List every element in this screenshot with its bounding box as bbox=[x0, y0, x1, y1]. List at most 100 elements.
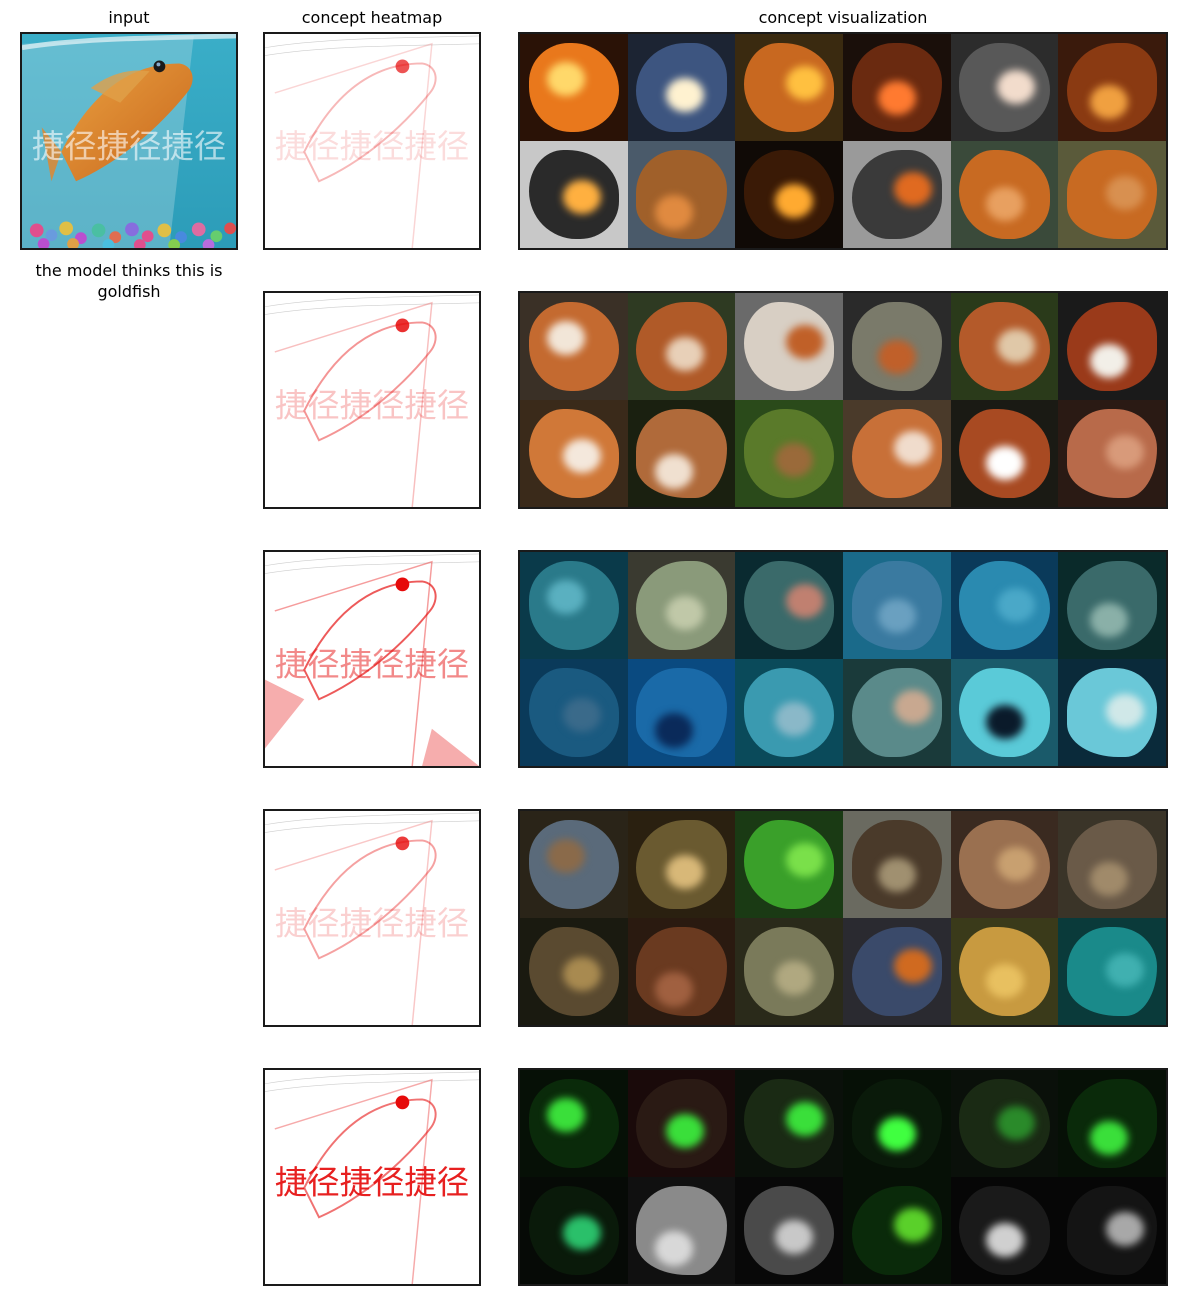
concept-heatmap: 捷径捷径捷径 bbox=[263, 32, 481, 250]
concept-region bbox=[528, 819, 620, 910]
concept-tile bbox=[735, 34, 843, 141]
concept-region bbox=[851, 1078, 943, 1169]
concept-tile bbox=[735, 918, 843, 1025]
concept-region bbox=[743, 301, 835, 392]
concept-region bbox=[851, 408, 943, 499]
concept-region bbox=[528, 1078, 620, 1169]
concept-highlight bbox=[997, 846, 1036, 881]
concept-region bbox=[959, 667, 1050, 758]
heatmap-watermark: 捷径捷径捷径 bbox=[275, 1164, 469, 1202]
concept-highlight bbox=[785, 1101, 824, 1137]
concept-tile bbox=[735, 141, 843, 248]
concept-highlight bbox=[894, 1208, 933, 1243]
concept-highlight bbox=[546, 1098, 585, 1133]
concept-highlight bbox=[1089, 1120, 1128, 1155]
concept-tile bbox=[735, 659, 843, 766]
concept-tile bbox=[735, 1070, 843, 1177]
input-image: 捷径捷径捷径 bbox=[20, 32, 238, 250]
concept-highlight bbox=[1105, 434, 1144, 469]
concept-tile bbox=[627, 918, 736, 1025]
concept-tile bbox=[520, 34, 628, 141]
concept-region bbox=[743, 819, 835, 910]
concept-tile bbox=[1058, 552, 1166, 659]
concept-highlight bbox=[546, 580, 585, 615]
concept-highlight bbox=[1089, 343, 1128, 378]
concept-heatmap: 捷径捷径捷径 bbox=[263, 1068, 481, 1286]
concept-region bbox=[743, 1078, 835, 1169]
concept-region bbox=[851, 560, 943, 651]
concept-highlight bbox=[666, 854, 705, 889]
concept-region bbox=[636, 408, 727, 499]
concept-region bbox=[959, 149, 1050, 240]
concept-region bbox=[959, 926, 1050, 1017]
concept-region bbox=[959, 301, 1050, 392]
concept-tile bbox=[950, 1177, 1059, 1284]
concept-region bbox=[1066, 667, 1158, 758]
concept-highlight bbox=[785, 65, 824, 101]
heatmap-watermark: 捷径捷径捷径 bbox=[275, 646, 469, 684]
concept-highlight bbox=[1105, 952, 1144, 987]
concept-tile bbox=[1058, 400, 1166, 507]
concept-region bbox=[636, 1185, 727, 1276]
concept-tile bbox=[1058, 918, 1166, 1025]
concept-tile bbox=[950, 918, 1059, 1025]
concept-tile bbox=[950, 34, 1059, 141]
concept-tile bbox=[842, 141, 951, 248]
concept-heatmap: 捷径捷径捷径 bbox=[263, 809, 481, 1027]
concept-region bbox=[528, 301, 620, 392]
concept-highlight bbox=[562, 698, 601, 733]
concept-tile bbox=[842, 293, 951, 400]
concept-region bbox=[528, 408, 620, 499]
concept-highlight bbox=[666, 1113, 705, 1148]
concept-region bbox=[851, 926, 943, 1017]
concept-highlight bbox=[785, 583, 824, 619]
concept-region bbox=[1066, 819, 1158, 910]
concept-tile bbox=[842, 1070, 951, 1177]
concept-tile bbox=[627, 1070, 736, 1177]
concept-highlight bbox=[986, 705, 1025, 740]
concept-highlight bbox=[1105, 175, 1144, 210]
concept-tile bbox=[520, 918, 628, 1025]
concept-tile bbox=[1058, 141, 1166, 248]
concept-heatmap: 捷径捷径捷径 bbox=[263, 550, 481, 768]
concept-highlight bbox=[997, 328, 1036, 363]
concept-region bbox=[636, 819, 727, 910]
concept-visualization-grid bbox=[518, 291, 1168, 509]
concept-region bbox=[1066, 560, 1158, 651]
concept-highlight bbox=[877, 858, 916, 893]
heatmap-image: 捷径捷径捷径 bbox=[265, 811, 479, 1025]
concept-highlight bbox=[894, 431, 933, 466]
concept-tile bbox=[627, 293, 736, 400]
concept-region bbox=[636, 42, 727, 133]
concept-tile bbox=[627, 552, 736, 659]
concept-tile bbox=[520, 400, 628, 507]
concept-tile bbox=[842, 1177, 951, 1284]
concept-tile bbox=[842, 34, 951, 141]
concept-tile bbox=[842, 400, 951, 507]
concept-region bbox=[528, 149, 620, 240]
concept-region bbox=[743, 667, 835, 758]
concept-region bbox=[636, 560, 727, 651]
concept-tile bbox=[950, 811, 1059, 918]
concept-highlight bbox=[774, 1219, 813, 1254]
concept-highlight bbox=[877, 340, 916, 375]
concept-tile bbox=[520, 1070, 628, 1177]
concept-highlight bbox=[1089, 861, 1128, 896]
concept-tile bbox=[735, 1177, 843, 1284]
concept-region bbox=[743, 560, 835, 651]
concept-region bbox=[851, 301, 943, 392]
concept-region bbox=[959, 42, 1050, 133]
concept-tile bbox=[520, 811, 628, 918]
concept-highlight bbox=[894, 690, 933, 725]
concept-region bbox=[1066, 149, 1158, 240]
concept-region bbox=[528, 1185, 620, 1276]
concept-highlight bbox=[877, 81, 916, 116]
concept-highlight bbox=[666, 77, 705, 112]
concept-region bbox=[851, 42, 943, 133]
concept-region bbox=[1066, 301, 1158, 392]
concept-highlight bbox=[562, 1216, 601, 1251]
concept-tile bbox=[950, 552, 1059, 659]
concept-tile bbox=[1058, 811, 1166, 918]
concept-visualization-grid bbox=[518, 32, 1168, 250]
concept-region bbox=[851, 149, 943, 240]
